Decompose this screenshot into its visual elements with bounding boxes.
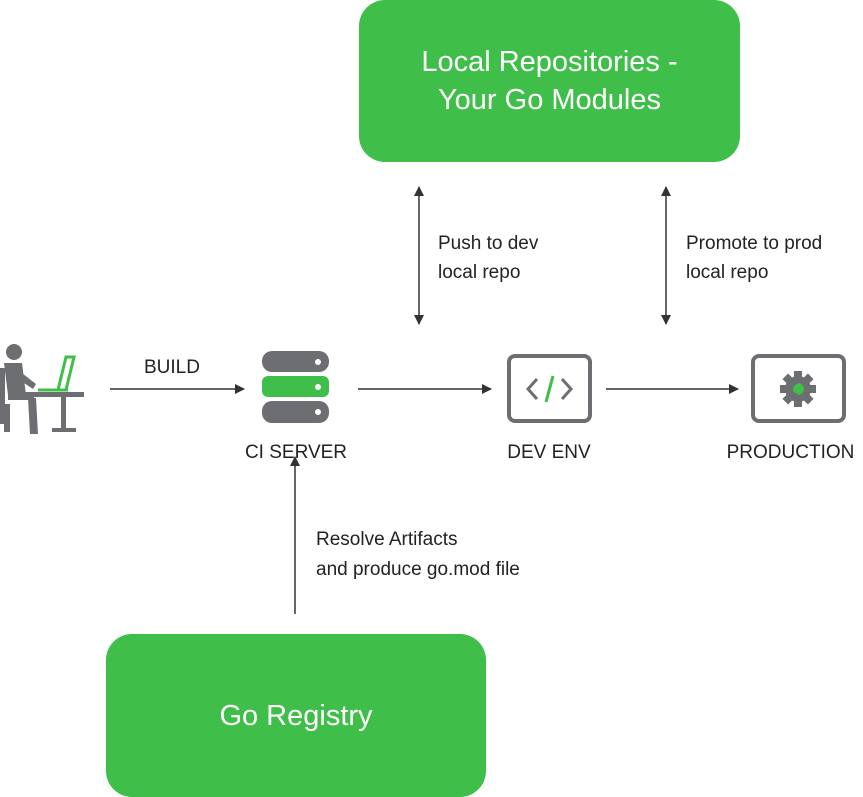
local-repositories-title-line1: Local Repositories -	[421, 46, 678, 78]
developer-at-laptop-icon	[0, 344, 84, 434]
gear-icon	[751, 354, 846, 423]
push-to-dev-label-line2: local repo	[438, 262, 521, 283]
go-registry-box: Go Registry	[106, 634, 486, 797]
build-label: BUILD	[144, 357, 200, 378]
local-repositories-box: Local Repositories - Your Go Modules	[359, 0, 740, 162]
local-repositories-title-line2: Your Go Modules	[437, 84, 661, 116]
go-registry-title: Go Registry	[219, 699, 373, 732]
resolve-artifacts-label-line1: Resolve Artifacts	[316, 529, 458, 550]
resolve-artifacts-label-line2: and produce go.mod file	[316, 559, 520, 580]
push-to-dev-label-line1: Push to dev	[438, 233, 539, 254]
dev-env-label: DEV ENV	[507, 442, 591, 463]
promote-to-prod-label-line2: local repo	[686, 262, 769, 283]
code-brackets-icon	[507, 354, 592, 423]
promote-to-prod-label-line1: Promote to prod	[686, 233, 823, 254]
ci-server-label: CI SERVER	[244, 442, 348, 463]
database-server-icon	[262, 351, 329, 423]
production-label: PRODUCTION	[726, 442, 855, 463]
